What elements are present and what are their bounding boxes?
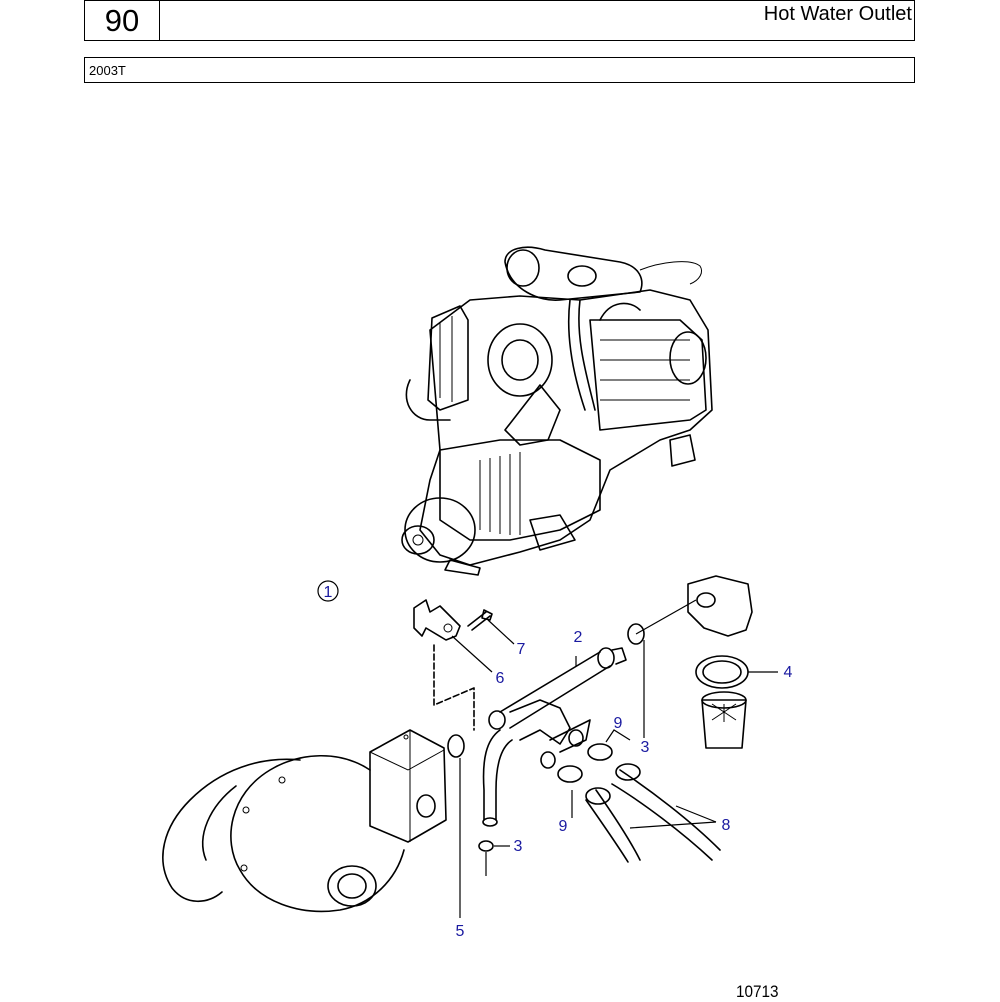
hoses-part-8 (585, 769, 721, 863)
header-box: 90 Hot Water Outlet (84, 0, 915, 41)
callout-4: 4 (784, 664, 793, 681)
o-ring-part-3-lower (478, 840, 510, 876)
callout-3-lower: 3 (514, 838, 523, 855)
callout-5: 5 (456, 923, 465, 940)
bolt-part-7 (467, 609, 515, 645)
callout-3-upper: 3 (641, 739, 650, 756)
bracket-part-6 (413, 599, 493, 731)
o-ring-part-3-upper (627, 623, 645, 738)
callout-7: 7 (517, 641, 526, 658)
callout-2: 2 (574, 629, 583, 646)
figure-number: 10713 (736, 982, 779, 1001)
group-marker-circle (317, 580, 339, 602)
hose-clamps-part-9 (557, 729, 641, 818)
callout-8: 8 (722, 817, 731, 834)
callout-6: 6 (496, 670, 505, 687)
thermostat-housing-part-4 (635, 575, 778, 749)
section-number: 90 (85, 1, 160, 40)
engine-illustration (401, 246, 713, 576)
page-title: Hot Water Outlet (763, 3, 912, 25)
pipe-assembly-part-2 (482, 647, 627, 827)
callout-9-lower: 9 (559, 818, 568, 835)
model-label: 2003T (84, 57, 915, 83)
callout-9-upper: 9 (614, 715, 623, 732)
o-ring-part-5 (447, 734, 465, 918)
group-marker: 1 (324, 584, 333, 601)
turbocharger-illustration (162, 729, 447, 913)
